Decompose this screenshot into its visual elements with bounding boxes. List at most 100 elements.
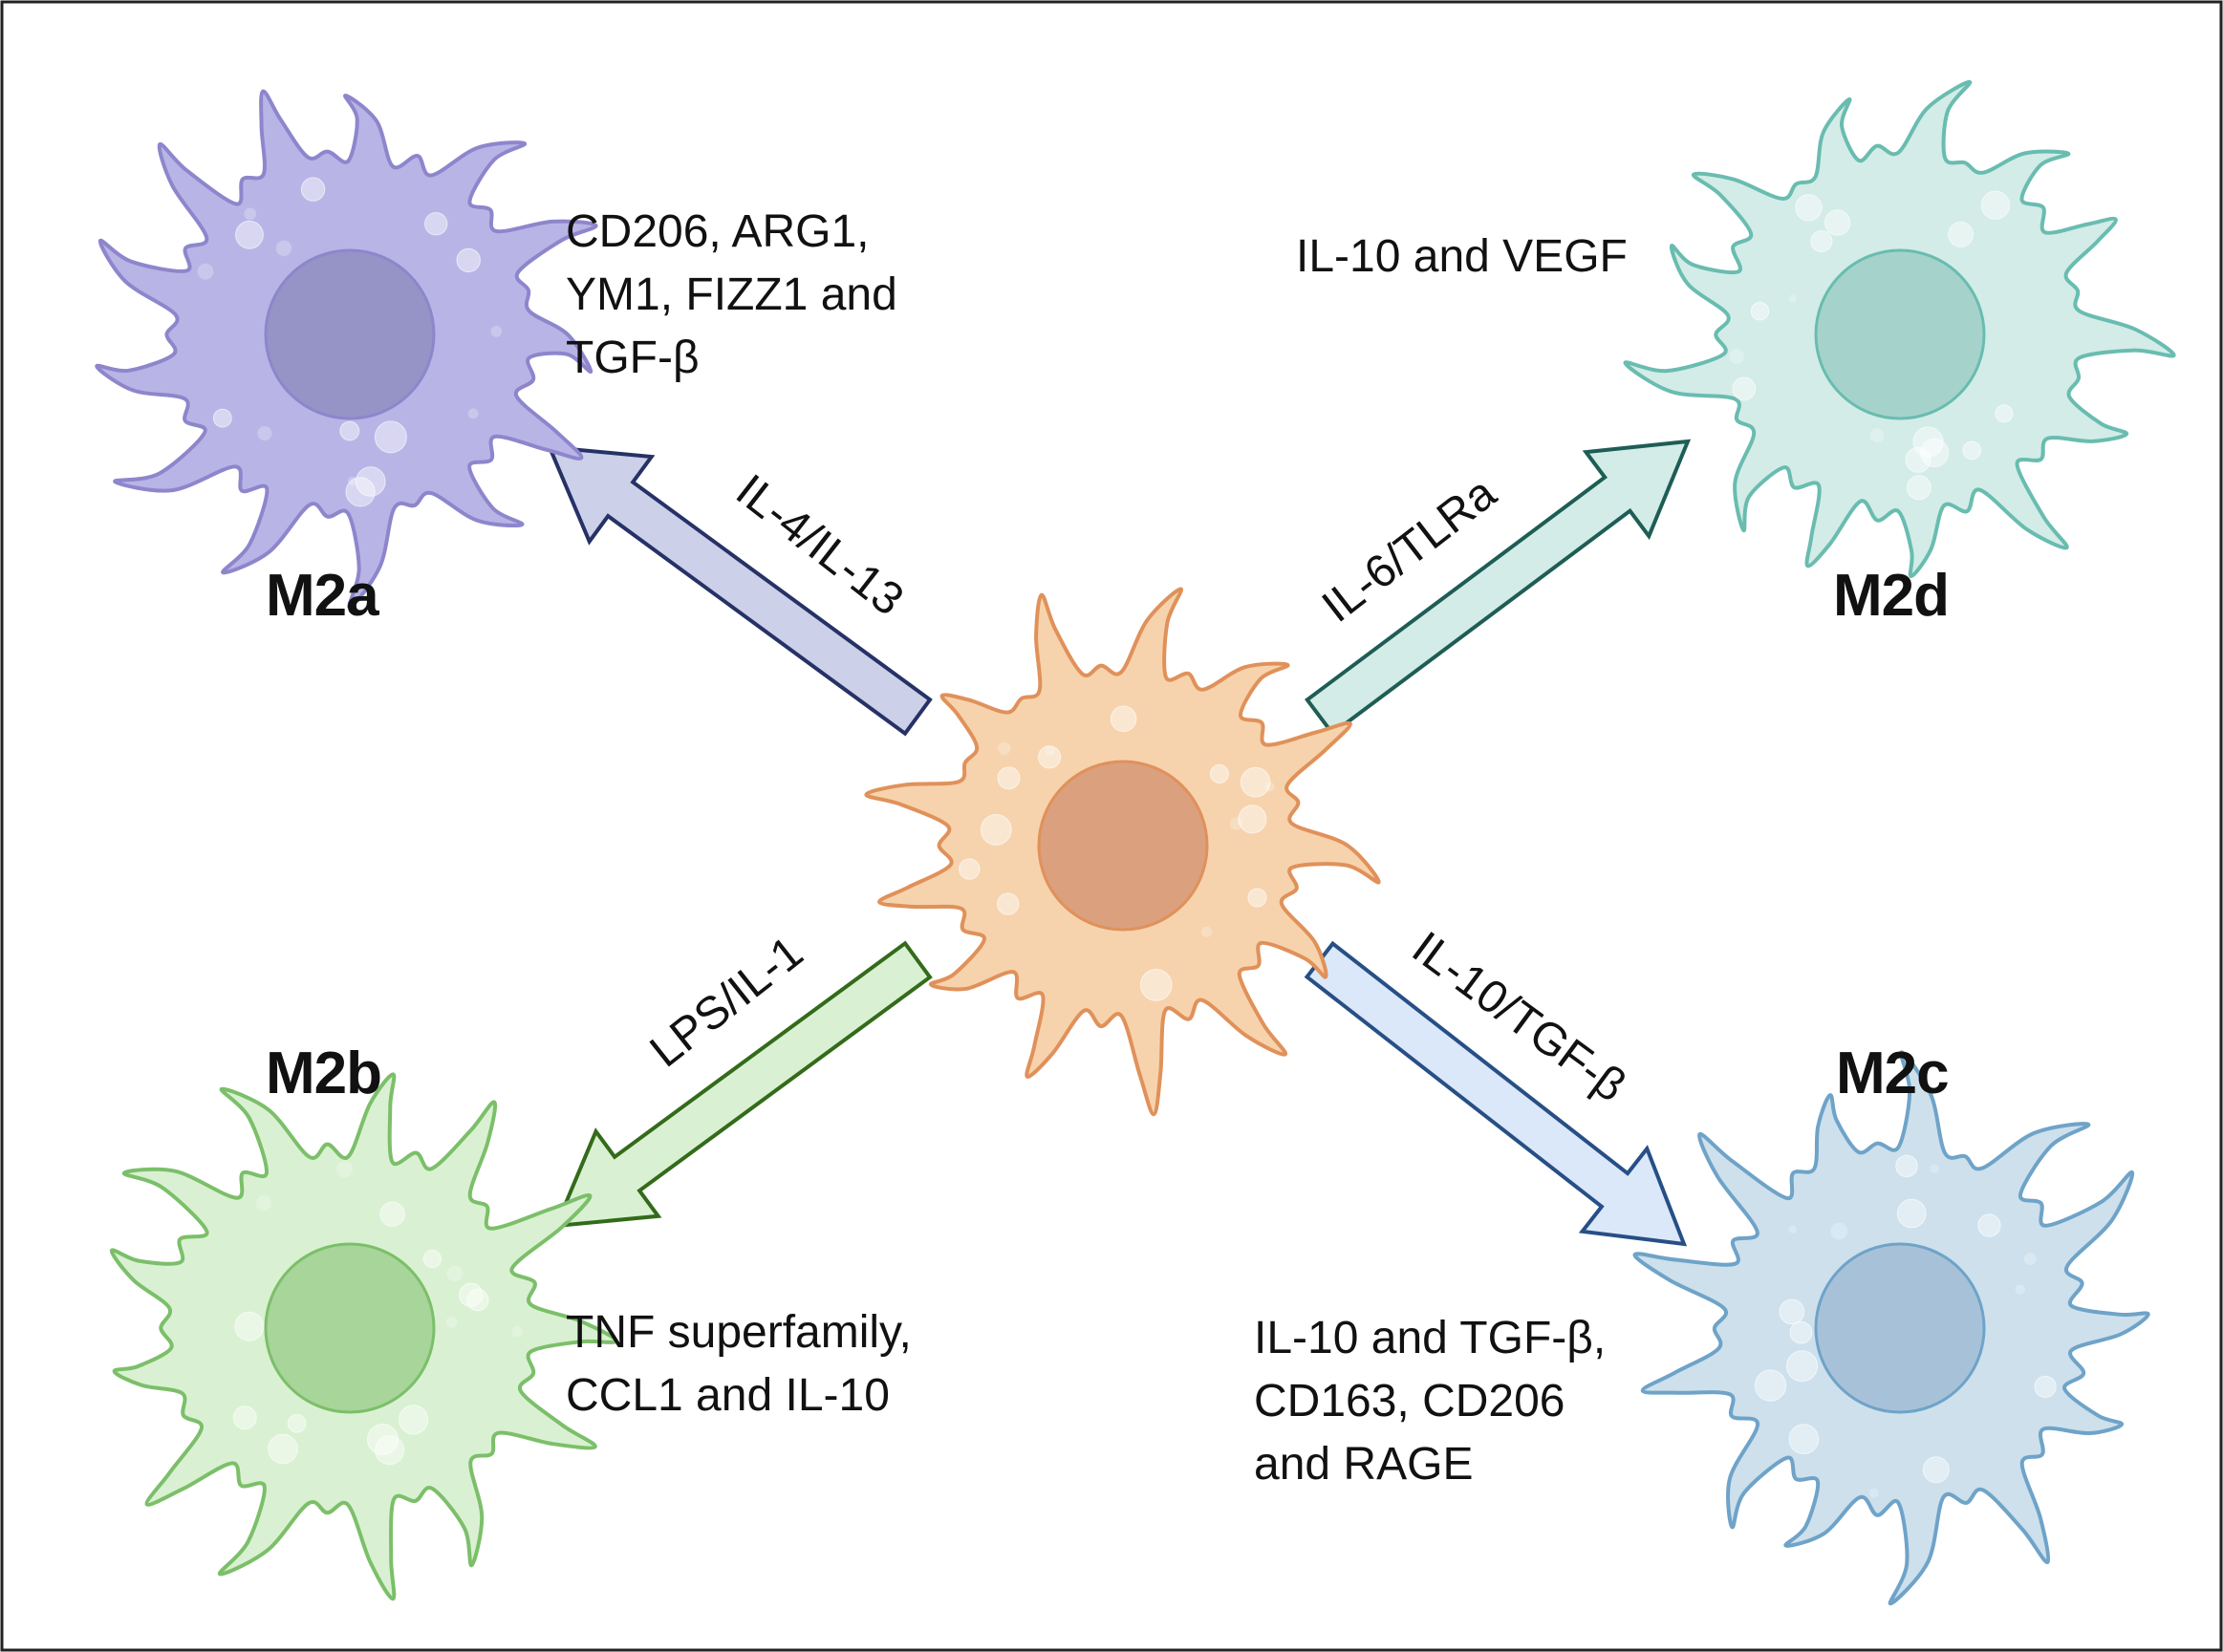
vesicle — [1230, 817, 1243, 830]
vesicle — [1912, 426, 1944, 458]
m2a-marker-line: YM1, FIZZ1 and — [566, 269, 897, 320]
vesicle — [490, 326, 503, 337]
vesicle — [374, 420, 407, 454]
arrow-to-m2c — [1304, 940, 1688, 1247]
vesicle — [1732, 376, 1757, 401]
vesicle — [1962, 440, 1982, 461]
vesicle — [1038, 745, 1062, 769]
arrow-to-m2d — [1304, 439, 1692, 737]
m2d-title: M2d — [1833, 563, 1950, 629]
vesicle — [511, 1325, 523, 1338]
vesicle — [1788, 294, 1797, 303]
vesicle — [1209, 764, 1229, 783]
m2c-marker-line: IL-10 and TGF-β, — [1254, 1313, 1607, 1363]
vesicle — [1980, 190, 2011, 220]
vesicle — [275, 240, 292, 256]
vesicle — [336, 1161, 354, 1178]
vesicle — [367, 1424, 399, 1455]
vesicle — [2015, 1284, 2026, 1295]
vesicle — [1788, 1424, 1820, 1455]
vesicle — [1906, 475, 1932, 501]
vesicle — [424, 212, 448, 236]
vesicle — [1240, 766, 1271, 798]
m2b-title: M2b — [266, 1041, 382, 1106]
vesicle — [197, 263, 214, 280]
vesicle — [399, 1405, 429, 1435]
vesicle — [244, 207, 257, 221]
vesicle — [997, 766, 1021, 790]
m2c-macrophage-cell — [1632, 1050, 2150, 1606]
vesicle — [1869, 428, 1885, 443]
vesicle — [1795, 194, 1823, 222]
vesicle — [1920, 438, 1950, 467]
cells-layer — [95, 79, 2176, 1606]
m2a-marker-line: TGF-β — [566, 333, 700, 383]
vesicle — [1201, 926, 1213, 937]
vesicle — [1995, 404, 2014, 423]
arrow-to-m2a — [546, 444, 933, 737]
m2c-markers: IL-10 and TGF-β, CD163, CD206 and RAGE — [1254, 1307, 1606, 1496]
arrows-layer — [546, 439, 1692, 1247]
vesicle — [1895, 1154, 1918, 1178]
vesicle — [212, 408, 232, 428]
vesicle — [1830, 1222, 1848, 1240]
vesicle — [287, 1414, 307, 1433]
vesicle — [1948, 221, 1975, 247]
cell-nucleus — [1814, 1242, 1986, 1414]
vesicle — [235, 220, 264, 249]
vesicle — [1868, 1488, 1879, 1498]
vesicle — [959, 858, 981, 880]
m2a-markers: CD206, ARG1, YM1, FIZZ1 and TGF-β — [566, 201, 897, 390]
vesicle — [1789, 1320, 1813, 1344]
vesicle — [1110, 705, 1137, 733]
vesicle — [232, 1405, 257, 1430]
vesicle — [459, 1282, 484, 1308]
vesicle — [1930, 1164, 1939, 1173]
vesicle — [1785, 1350, 1819, 1383]
vesicle — [1139, 969, 1173, 1001]
m2d-macrophage-cell — [1623, 79, 2176, 579]
m2d-markers: IL-10 and VEGF — [1296, 225, 1628, 289]
vesicle — [980, 814, 1012, 846]
m2d-marker-line: IL-10 and VEGF — [1296, 231, 1628, 282]
vesicle — [1750, 301, 1770, 321]
vesicle — [1754, 1369, 1787, 1402]
vesicle — [446, 1265, 464, 1282]
vesicle — [467, 408, 479, 419]
m2a-macrophage-cell — [95, 89, 598, 610]
vesicle — [356, 466, 386, 497]
cell-nucleus — [1814, 248, 1986, 420]
vesicle — [2023, 1253, 2037, 1266]
vesicle — [1810, 229, 1833, 253]
m2a-marker-line: CD206, ARG1, — [566, 206, 870, 257]
vesicle — [1247, 888, 1267, 908]
vesicle — [379, 1201, 405, 1227]
vesicle — [445, 1316, 458, 1328]
vesicle — [375, 1435, 405, 1466]
cell-nucleus — [264, 1242, 436, 1414]
m2b-marker-line: CCL1 and IL-10 — [566, 1370, 890, 1421]
vesicle — [1896, 1198, 1927, 1229]
m2c-marker-line: and RAGE — [1254, 1439, 1474, 1490]
vesicle — [1729, 349, 1744, 365]
m2b-macrophage-cell — [109, 1072, 618, 1601]
vesicle — [1788, 1225, 1797, 1234]
arrow-to-m2b — [552, 940, 933, 1229]
vesicle — [998, 741, 1011, 755]
cell-nucleus — [264, 248, 436, 420]
m2c-marker-line: CD163, CD206 — [1254, 1376, 1565, 1427]
vesicle — [1045, 745, 1055, 756]
vesicle — [257, 426, 272, 441]
vesicle — [997, 892, 1020, 915]
vesicle — [268, 1433, 298, 1465]
m2b-marker-line: TNF superfamily, — [566, 1307, 912, 1358]
vesicle — [1264, 782, 1275, 792]
vesicle — [1977, 1213, 2001, 1237]
vesicle — [2034, 1375, 2057, 1399]
vesicle — [300, 177, 326, 202]
cell-nucleus — [1037, 760, 1209, 932]
vesicle — [1238, 805, 1267, 834]
m2b-markers: TNF superfamily, CCL1 and IL-10 — [566, 1301, 912, 1427]
